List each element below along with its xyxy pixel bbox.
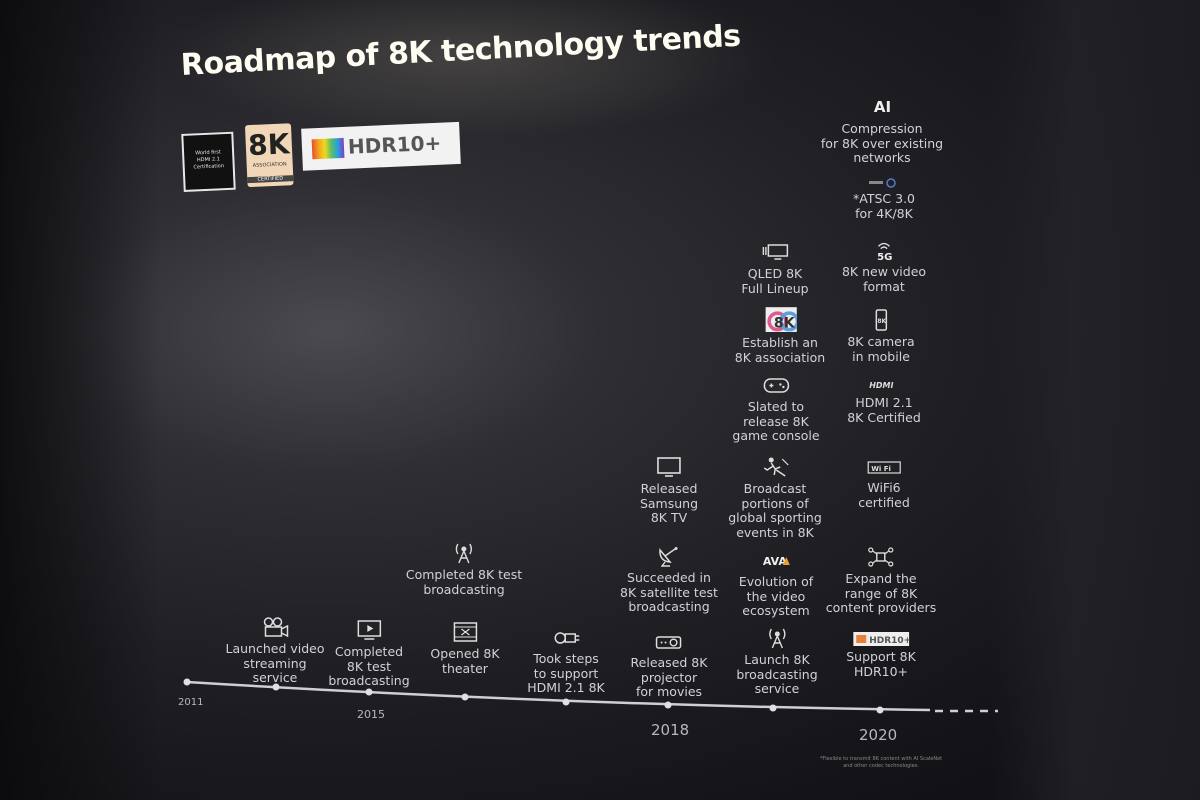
- milestone-ai-compression: AI Compression for 8K over existing netw…: [820, 98, 944, 165]
- film-icon: [453, 622, 477, 642]
- hdmi-logo-icon: HDMI: [869, 381, 893, 390]
- milestone-game-console: Slated to release 8K game console: [732, 374, 820, 444]
- milestone-hdr10: HDR10+ Support 8K HDR10+: [846, 632, 916, 679]
- qled-tv-icon: [762, 244, 788, 260]
- milestone-streaming: Launched video streaming service: [225, 616, 325, 686]
- year-2011: 2011: [178, 697, 204, 708]
- monitor-play-icon: [357, 620, 381, 640]
- network-icon: [868, 547, 894, 567]
- milestone-ecosystem: AVA Evolution of the video ecosystem: [739, 549, 813, 619]
- svg-text:HDMI: HDMI: [869, 381, 893, 390]
- milestone-camera: 8K 8K camera in mobile: [847, 309, 915, 364]
- timeline-dot: [664, 701, 672, 709]
- ai-icon: AI: [874, 98, 891, 116]
- sports-icon: [763, 457, 789, 477]
- milestone-sporting: Broadcast portions of global sporting ev…: [728, 456, 822, 540]
- milestone-theater: Opened 8K theater: [430, 621, 500, 676]
- 8k-association-icon: 8K: [765, 307, 797, 332]
- year-2015: 2015: [357, 708, 385, 721]
- svg-text:8K: 8K: [774, 315, 796, 331]
- milestone-wifi6: Wi Fi WiFi6 certified: [858, 461, 910, 510]
- milestone-test-broadcast: Completed 8K test broadcasting: [328, 619, 410, 689]
- milestone-hdmi-steps: Took steps to support HDMI 2.1 8K: [527, 626, 605, 696]
- milestone-providers: Expand the range of 8K content providers: [826, 546, 936, 616]
- svg-text:Wi Fi: Wi Fi: [871, 465, 891, 473]
- milestone-hdmi21: HDMI HDMI 2.1 8K Certified: [847, 378, 921, 425]
- svg-text:8K: 8K: [877, 318, 886, 325]
- broadcast-tower-icon: [768, 628, 786, 649]
- timeline-dot: [183, 678, 191, 686]
- milestone-satellite: Succeeded in 8K satellite test broadcast…: [620, 545, 718, 615]
- left-shadow: [0, 0, 160, 800]
- milestone-samsung-tv: Released Samsung 8K TV: [640, 456, 698, 526]
- timeline-dot: [562, 698, 570, 706]
- wifi-certified-icon: Wi Fi: [867, 461, 901, 474]
- hdr10-badge-icon: HDR10+: [852, 632, 909, 646]
- satellite-dish-icon: [659, 547, 678, 567]
- milestone-atsc: *ATSC 3.0 for 4K/8K: [853, 178, 915, 221]
- milestone-association: 8K Establish an 8K association: [735, 306, 825, 365]
- gamepad-icon: [763, 378, 789, 393]
- antenna-tower-icon: [455, 543, 473, 564]
- timeline-dot: [272, 683, 280, 691]
- svg-text:AVA: AVA: [763, 555, 788, 568]
- milestone-broadcast-service: Launch 8K broadcasting service: [736, 627, 818, 697]
- phone-8k-icon: 8K: [875, 309, 887, 331]
- ceiling-light-glow: [160, 0, 780, 140]
- ava-logo-icon: AVA: [763, 555, 790, 568]
- milestone-test-broadcast-2: Completed 8K test broadcasting: [406, 542, 522, 597]
- camera-icon: [263, 617, 288, 638]
- 5g-icon: 5G: [877, 242, 892, 261]
- timeline-dot: [769, 704, 777, 712]
- timeline-dot: [876, 706, 884, 714]
- year-2018: 2018: [651, 721, 690, 739]
- tv-icon: [657, 457, 681, 477]
- milestone-format: 5G 8K new video format: [842, 239, 926, 294]
- hdmi-cable-icon: [554, 632, 579, 644]
- year-2020: 2020: [859, 726, 898, 744]
- timeline-dot: [461, 693, 469, 701]
- svg-text:HDR10+: HDR10+: [869, 636, 909, 646]
- right-wall-edge: [990, 0, 1200, 800]
- milestone-qled: QLED 8K Full Lineup: [741, 241, 809, 296]
- atsc-logo-icon: [868, 178, 896, 188]
- timeline-dot: [365, 688, 373, 696]
- footnote: *Flexible to transmit 8K content with AI…: [819, 756, 943, 769]
- svg-text:5G: 5G: [877, 252, 892, 261]
- svg-text:AI: AI: [874, 98, 891, 116]
- projector-icon: [656, 636, 682, 649]
- milestone-projector: Released 8K projector for movies: [631, 630, 707, 700]
